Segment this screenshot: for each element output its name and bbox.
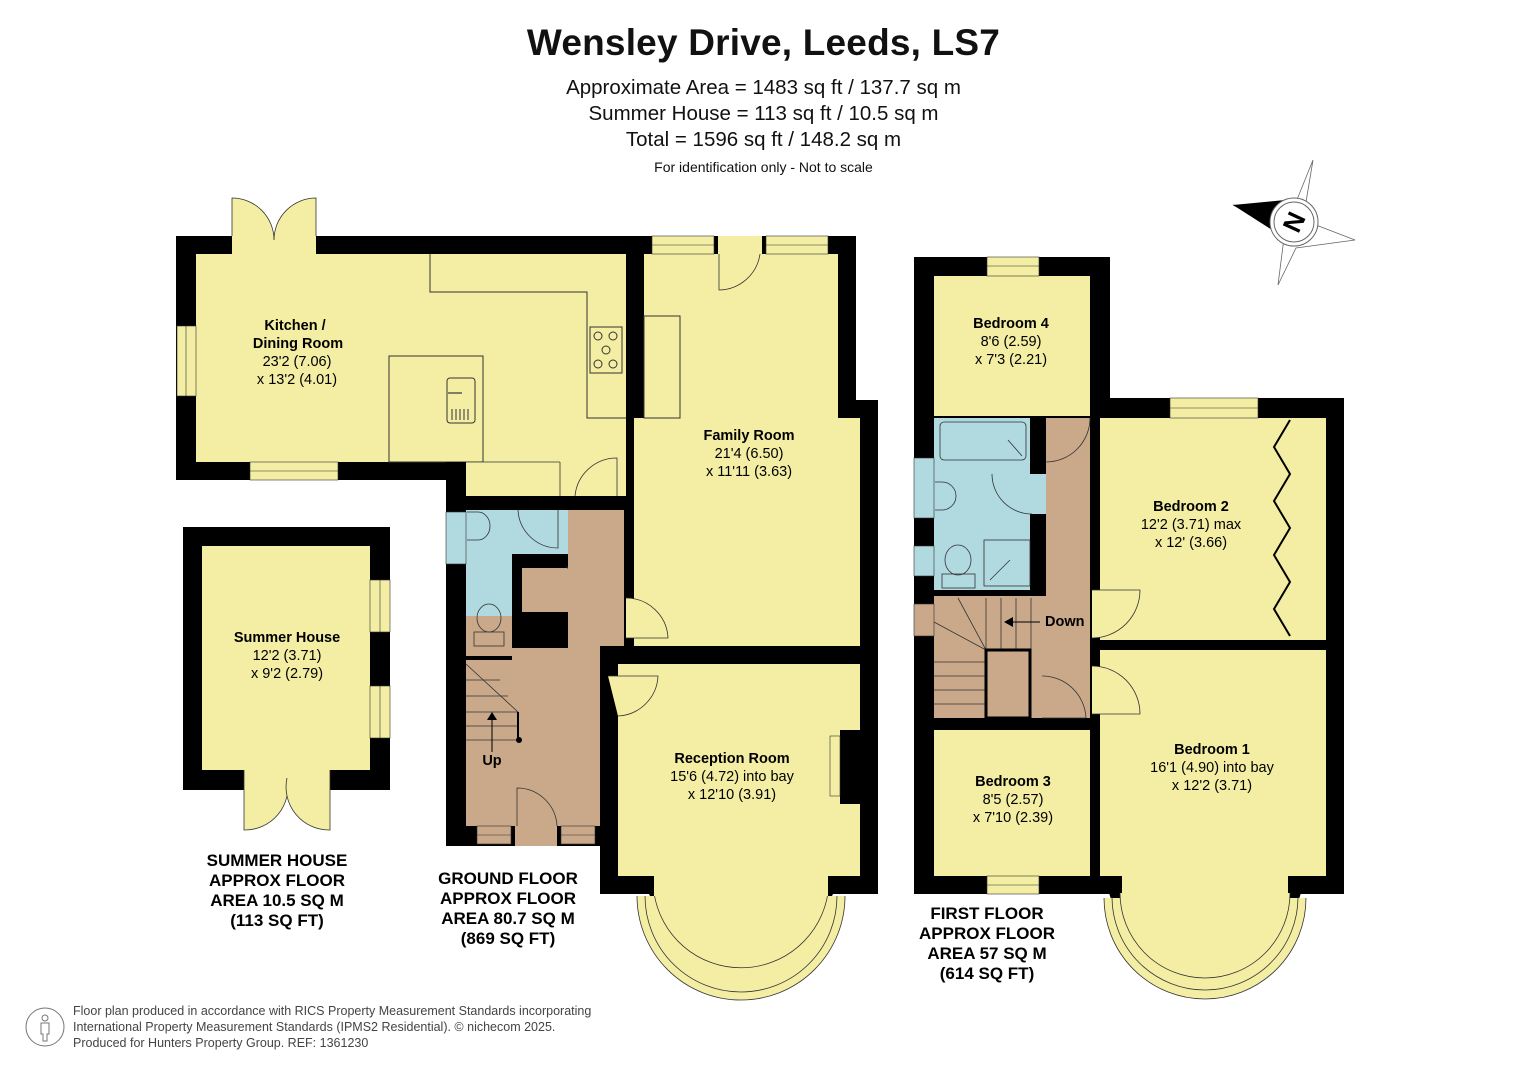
hob-icon [589,326,623,374]
sink-icon [446,377,476,424]
reception-room-dim-1: 15'6 (4.72) into bay [670,769,794,785]
door-icon [574,457,618,497]
first-floor-label: FIRST FLOOR APPROX FLOOR AREA 57 SQ M (6… [919,904,1055,983]
reception-room [618,664,860,876]
reception-room-label: Reception Room [674,751,789,767]
kitchen-dining-room [196,254,626,462]
toilet-icon [941,544,976,589]
stairs-down-label: Down [1045,614,1084,630]
window-icon [986,256,1040,277]
bedroom-3-dim-1: 8'5 (2.57) [983,792,1044,808]
kitchen-label-1: Kitchen / [264,318,325,334]
door-icon [1045,417,1091,463]
summer-house-label: Summer House [234,630,340,646]
svg-text:(869 SQ FT): (869 SQ FT) [461,929,555,948]
svg-text:FIRST FLOOR: FIRST FLOOR [930,904,1043,923]
svg-text:APPROX FLOOR: APPROX FLOOR [440,889,576,908]
svg-text:AREA 10.5 SQ M: AREA 10.5 SQ M [210,891,344,910]
arrow-left-icon [1004,617,1013,627]
entrance-hall [466,510,624,826]
basin-icon [467,511,491,541]
bedroom-2-dim-2: x 12' (3.66) [1155,535,1227,551]
kitchen-label-2: Dining Room [253,336,343,352]
svg-text:GROUND FLOOR: GROUND FLOOR [438,869,578,888]
french-door-icon [243,770,331,831]
front-door-icon [516,787,558,827]
window-icon [913,603,935,637]
door-icon [517,509,559,549]
bedroom-3-dim-2: x 7'10 (2.39) [973,810,1053,826]
bedroom-1-dim-2: x 12'2 (3.71) [1172,778,1252,794]
footer-line-2: International Property Measurement Stand… [73,1020,556,1034]
door-icon [625,597,669,639]
svg-text:APPROX FLOOR: APPROX FLOOR [209,871,345,890]
french-door-icon [231,197,317,241]
bedroom-4 [934,276,1090,416]
bedroom-1 [1100,650,1326,876]
compass-icon: N [1232,159,1356,286]
summer-house-area-text: Summer House = 113 sq ft / 10.5 sq m [588,102,939,125]
summer-house-dim-1: 12'2 (3.71) [253,648,322,664]
window-icon [445,511,467,565]
ground-floor: Up [176,197,878,1001]
summer-house-dim-2: x 9'2 (2.79) [251,666,323,682]
bathroom [934,418,1030,590]
basin-icon [935,481,957,511]
summer-house [183,527,391,831]
approx-area-text: Approximate Area = 1483 sq ft / 137.7 sq… [566,76,961,99]
bedroom-4-dim-2: x 7'3 (2.21) [975,352,1047,368]
staircase-up [465,663,522,752]
person-measurement-icon [25,1007,65,1047]
svg-text:AREA 80.7 SQ M: AREA 80.7 SQ M [441,909,575,928]
family-room-dim-2: x 11'11 (3.63) [706,464,792,480]
svg-text:(113 SQ FT): (113 SQ FT) [230,911,324,930]
family-room-label: Family Room [703,428,794,444]
bedroom-4-dim-1: 8'6 (2.59) [981,334,1042,350]
window-icon [176,325,197,397]
bedroom-2-dim-1: 12'2 (3.71) max [1141,517,1242,533]
svg-text:(614 SQ FT): (614 SQ FT) [940,964,1034,983]
door-icon [608,675,659,717]
window-icon [913,457,935,519]
bedroom-3 [934,730,1090,876]
toilet-icon [473,603,505,647]
scale-disclaimer: For identification only - Not to scale [654,159,873,175]
footer-line-3: Produced for Hunters Property Group. REF… [73,1036,369,1050]
door-icon [1041,675,1087,719]
window-icon [913,545,935,577]
bedroom-3-label: Bedroom 3 [975,774,1051,790]
stairs-up-label: Up [482,753,501,769]
fireplace-icon [829,735,841,797]
footer-notice: Floor plan produced in accordance with R… [73,1003,591,1051]
total-area-text: Total = 1596 sq ft / 148.2 sq m [625,128,902,151]
svg-text:APPROX FLOOR: APPROX FLOOR [919,924,1055,943]
bedroom-1-dim-1: 16'1 (4.90) into bay [1150,760,1274,776]
kitchen-dim-2: x 13'2 (4.01) [257,372,337,388]
staircase-down [933,597,1040,720]
shower-icon [983,539,1031,587]
svg-text:SUMMER HOUSE: SUMMER HOUSE [207,851,348,870]
kitchen-dim-1: 23'2 (7.06) [263,354,332,370]
bedroom-2-label: Bedroom 2 [1153,499,1229,515]
arrow-up-icon [487,712,497,720]
door-icon [1091,589,1141,639]
door-icon [1091,665,1141,715]
page-title: Wensley Drive, Leeds, LS7 [526,22,1001,63]
door-icon [991,473,1033,515]
svg-text:AREA 57 SQ M: AREA 57 SQ M [927,944,1046,963]
bedroom-4-label: Bedroom 4 [973,316,1049,332]
ground-floor-label: GROUND FLOOR APPROX FLOOR AREA 80.7 SQ M… [438,869,578,948]
family-room-dim-1: 21'4 (6.50) [715,446,784,462]
first-floor: Down [913,256,1344,1000]
summer-house-floor-label: SUMMER HOUSE APPROX FLOOR AREA 10.5 SQ M… [207,851,348,930]
bedroom-1-label: Bedroom 1 [1174,742,1250,758]
bath-icon [939,421,1027,461]
wardrobe-icon [1272,419,1292,637]
door-icon [718,253,761,291]
reception-room-dim-2: x 12'10 (3.91) [688,787,776,803]
footer-line-1: Floor plan produced in accordance with R… [73,1004,592,1018]
